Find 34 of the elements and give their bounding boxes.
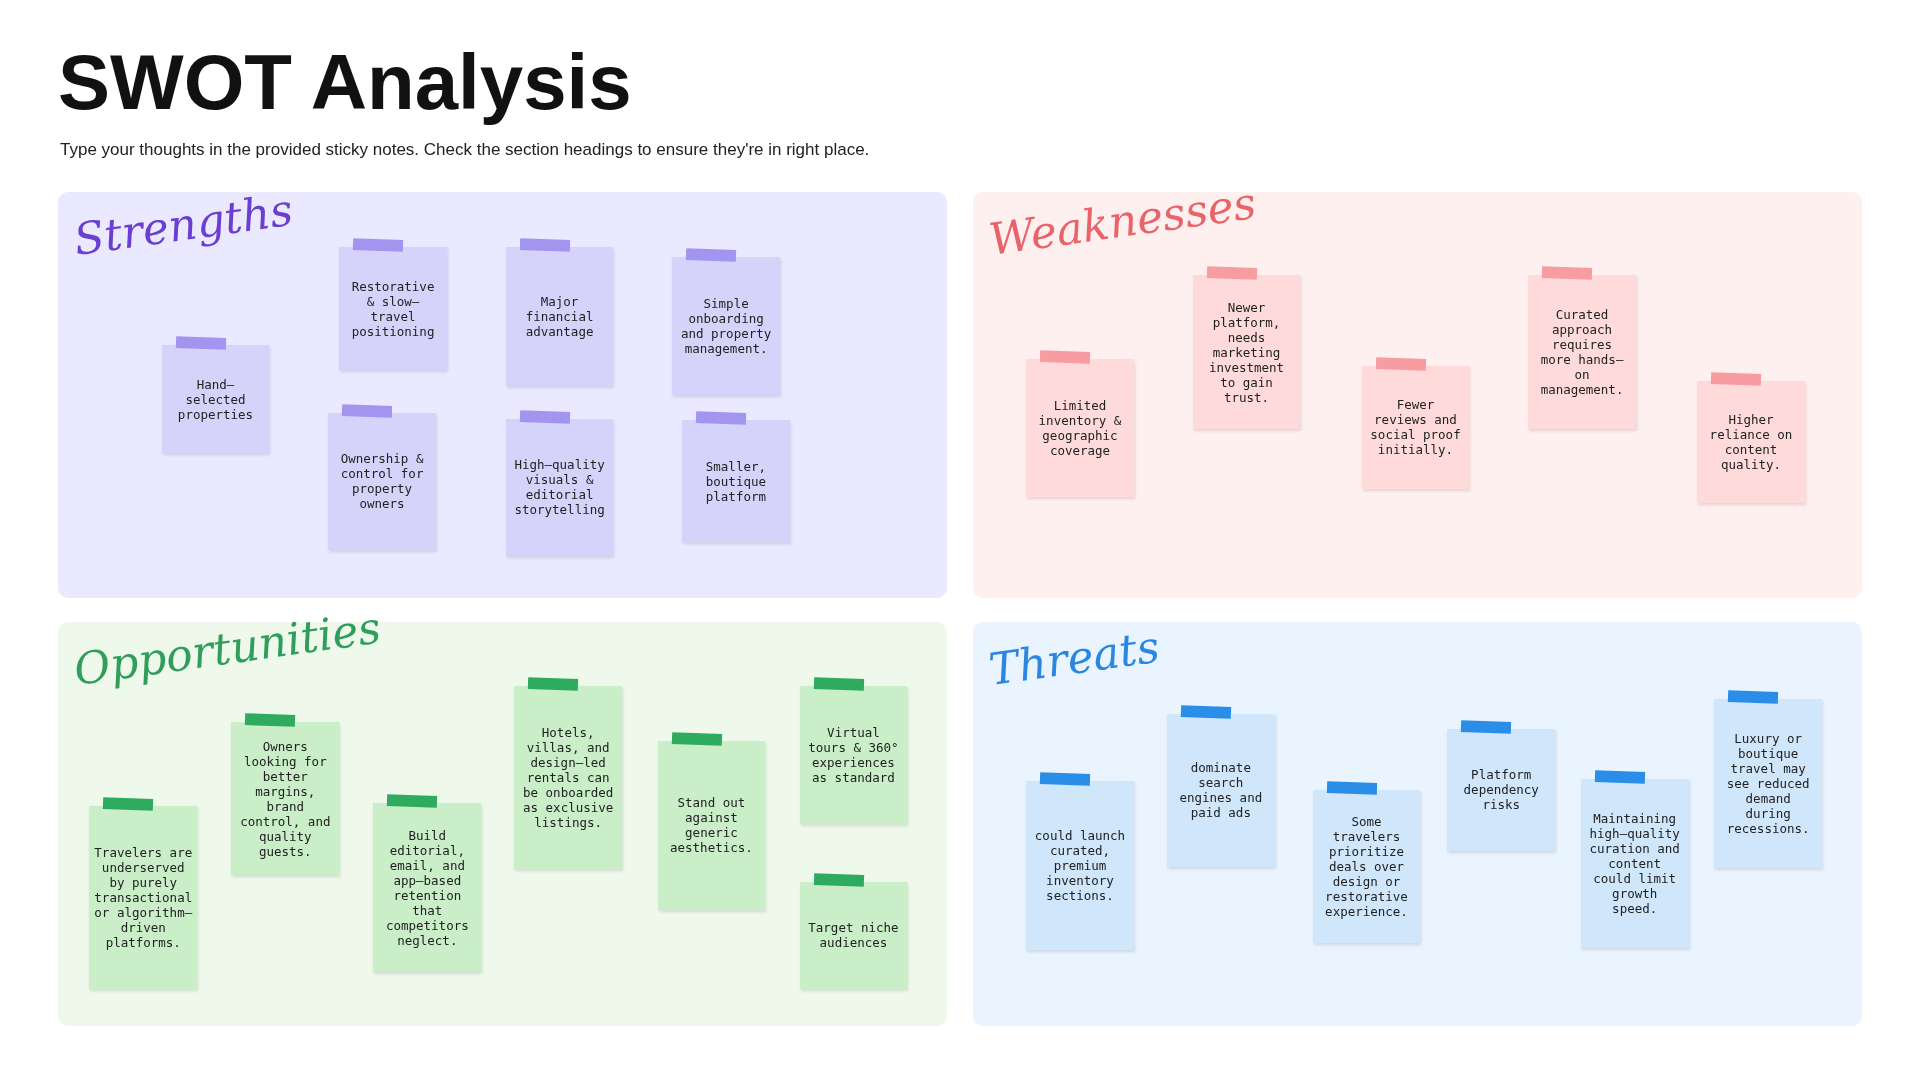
instruction-text: Type your thoughts in the provided sticky notes. Check the section headings to ensure they're in right place.	[60, 140, 870, 160]
note-text: Curated approach requires more hands–on management.	[1539, 307, 1625, 397]
note-text: Limited inventory & geographic coverage	[1037, 397, 1123, 458]
note-text: Platform dependency risks	[1462, 767, 1540, 813]
note-text: Hotels, villas, and design–led rentals can be onboarded as exclusive listings.	[522, 725, 615, 831]
page-title: SWOT Analysis	[58, 38, 632, 128]
note-text: Simple onboarding and property management.	[679, 296, 773, 357]
note-text: Virtual tours & 360° experiences as standard	[807, 724, 900, 785]
note-text: Hand–selected properties	[176, 376, 255, 422]
note-text: Owners looking for better margins, brand control, and quality guests.	[239, 738, 332, 859]
note-text: dominate search engines and paid ads	[1178, 760, 1264, 821]
note-text: Higher reliance on content quality.	[1708, 412, 1794, 472]
note-text: Smaller, boutique platform	[704, 458, 767, 504]
quadrant-panel	[973, 622, 1863, 1027]
section-heading: Strengths	[70, 184, 296, 266]
note-text: Major financial advantage	[524, 294, 595, 339]
quadrant-panel	[973, 192, 1863, 598]
section-heading: Threats	[986, 620, 1164, 696]
note-text: Fewer reviews and social proof initially.	[1369, 397, 1462, 458]
note-text: Newer platform, needs marketing investment to gain trust.	[1207, 299, 1286, 405]
quadrant-panel	[57, 192, 947, 598]
section-heading: Weaknesses	[986, 177, 1260, 266]
note-text: could launch curated, premium inventory sections.	[1033, 828, 1127, 904]
note-text: Build editorial, email, and app–based retention that competitors neglect.	[384, 827, 470, 948]
note-text: Travelers are underserved by purely transactional or algorithm–driven platforms.	[94, 845, 193, 951]
note-text: Luxury or boutique travel may see reduced demand during recessions.	[1725, 731, 1811, 837]
note-text: Restorative & slow–travel positioning	[350, 278, 436, 339]
note-text: Ownership & control for property owners	[339, 451, 425, 512]
note-text: Maintaining high–quality curation and content could limit growth speed.	[1588, 810, 1681, 916]
note-text: Stand out against generic aesthetics.	[669, 795, 754, 856]
section-heading: Opportunities	[70, 601, 384, 696]
note-text: Some travelers prioritize deals over design or restorative experience.	[1324, 813, 1409, 919]
note-text: Target niche audiences	[807, 920, 900, 951]
note-text: High–quality visuals & editorial storytelling	[513, 457, 606, 518]
